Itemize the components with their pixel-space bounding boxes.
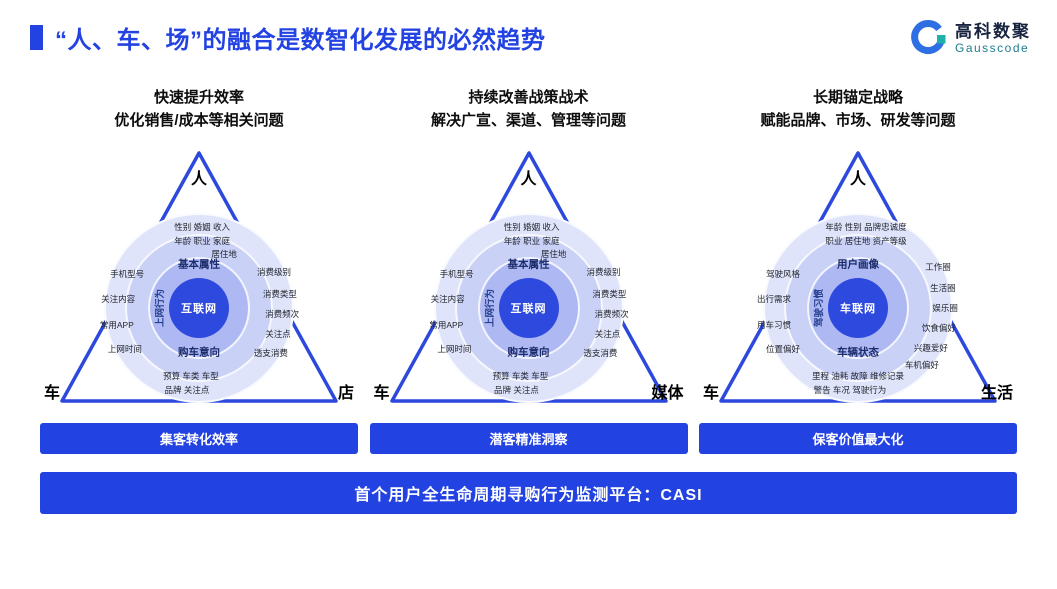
ring-item-label: 预算 车类 车型 <box>492 371 549 382</box>
title-accent-bar <box>30 25 43 50</box>
ring-item-label: 消费级别 <box>257 267 292 278</box>
slide-header: “人、车、场”的融合是数智化发展的必然趋势 高科数聚 Gausscode <box>0 0 1057 58</box>
ring-item-label: 常用APP <box>99 319 134 330</box>
ring-item-label: 上网时间 <box>437 343 472 354</box>
ring-item-label: 手机型号 <box>110 269 145 280</box>
page-title: “人、车、场”的融合是数智化发展的必然趋势 <box>55 27 546 54</box>
ring-item-label: 居住地 <box>540 248 567 259</box>
ring-item-label: 性别 婚姻 收入 <box>503 221 560 232</box>
panel-media: 持续改善战策战术 解决广宣、渠道、管理等问题 互联网 人 车 媒体 性别 婚姻 … <box>369 86 688 454</box>
ring-item-label: 品牌 关注点 <box>493 385 539 396</box>
three-panel-area: 快速提升效率 优化销售/成本等相关问题 互联网 人 车 店 性别 婚姻 收入年龄… <box>0 58 1057 454</box>
ring-item-label: 消费类型 <box>592 288 627 299</box>
ring-vertical-label: 驾驶习惯 <box>814 288 825 327</box>
ring-item-label: 常用APP <box>429 319 464 330</box>
ring-category-label: 基本属性 <box>178 258 220 271</box>
center-circle: 互联网 <box>169 277 229 338</box>
ring-item-label: 上网时间 <box>107 343 142 354</box>
panel-heading-line1: 长期锚定战略 <box>812 89 903 106</box>
ring-item-label: 消费类型 <box>262 288 297 299</box>
ring-item-label: 品牌 关注点 <box>164 385 210 396</box>
vertex-scene: 店 <box>337 384 354 402</box>
ring-item-label: 透支消费 <box>583 348 618 359</box>
ring-item-label: 饮食偏好 <box>921 322 956 333</box>
vertex-car: 车 <box>703 384 720 402</box>
ring-item-label: 出行需求 <box>756 294 791 305</box>
panel-life: 长期锚定战略 赋能品牌、市场、研发等问题 车联网 人 车 生活 年龄 性别 品牌… <box>699 86 1017 454</box>
ring-category-label: 购车意向 <box>507 346 550 359</box>
ring-item-label: 娱乐圈 <box>932 302 958 313</box>
logo-text: 高科数聚 Gausscode <box>955 22 1031 55</box>
ring-item-label: 性别 婚姻 收入 <box>174 221 230 232</box>
panel-store: 快速提升效率 优化销售/成本等相关问题 互联网 人 车 店 性别 婚姻 收入年龄… <box>40 86 358 454</box>
panel-banner: 集客转化效率 <box>40 422 358 454</box>
vertex-scene: 媒体 <box>651 384 684 402</box>
ring-item-label: 职业 居住地 资产等级 <box>825 235 907 246</box>
panel-heading-line1: 快速提升效率 <box>153 89 244 106</box>
ring-item-label: 消费频次 <box>265 308 300 319</box>
ring-item-label: 兴趣爱好 <box>913 342 948 353</box>
platform-banner: 首个用户全生命周期寻购行为监测平台：CASI <box>40 471 1017 514</box>
ring-item-label: 关注点 <box>594 328 621 339</box>
panel-banner: 保客价值最大化 <box>699 422 1017 454</box>
ring-item-label: 手机型号 <box>439 269 474 280</box>
logo-name-en: Gausscode <box>955 40 1030 55</box>
panel-heading-line2: 优化销售/成本等相关问题 <box>114 112 284 130</box>
ring-item-label: 预算 车类 车型 <box>163 371 219 382</box>
ring-item-label: 里程 油耗 故障 维修记录 <box>811 371 905 382</box>
ring-item-label: 年龄 性别 品牌忠诚度 <box>825 221 907 232</box>
center-circle: 车联网 <box>828 277 888 338</box>
panel-banner: 潜客精准洞察 <box>369 422 688 454</box>
ring-item-label: 驾驶风格 <box>765 269 800 280</box>
ring-vertical-label: 上网行为 <box>155 288 166 327</box>
panel-heading: 持续改善战策战术 解决广宣、渠道、管理等问题 <box>431 86 626 133</box>
ring-item-label: 消费频次 <box>594 308 629 319</box>
ring-item-label: 年龄 职业 家庭 <box>174 235 230 246</box>
ring-item-label: 警告 车况 驾驶行为 <box>813 385 887 396</box>
ring-item-label: 居住地 <box>211 248 237 259</box>
triangle-diagram: 互联网 人 车 店 性别 婚姻 收入年龄 职业 家庭居住地手机型号关注内容常用A… <box>44 145 354 415</box>
ring-item-label: 透支消费 <box>253 348 288 359</box>
title-block: “人、车、场”的融合是数智化发展的必然趋势 <box>30 20 546 55</box>
ring-item-label: 关注内容 <box>101 294 136 305</box>
vertex-scene: 生活 <box>980 384 1013 402</box>
ring-category-label: 用户画像 <box>837 258 879 271</box>
ring-category-label: 车辆状态 <box>837 346 879 359</box>
ring-item-label: 年龄 职业 家庭 <box>503 235 560 246</box>
triangle-diagram: 车联网 人 车 生活 年龄 性别 品牌忠诚度职业 居住地 资产等级驾驶风格出行需… <box>703 145 1013 415</box>
panel-heading: 快速提升效率 优化销售/成本等相关问题 <box>114 86 283 133</box>
vertex-person: 人 <box>520 170 537 188</box>
vertex-person: 人 <box>849 170 867 188</box>
panel-heading-line2: 解决广宣、渠道、管理等问题 <box>430 112 626 130</box>
ring-item-label: 用车习惯 <box>756 319 791 330</box>
ring-item-label: 关注点 <box>265 328 291 339</box>
logo-name-cn: 高科数聚 <box>955 22 1031 42</box>
triangle-diagram: 互联网 人 车 媒体 性别 婚姻 收入年龄 职业 家庭居住地手机型号关注内容常用… <box>374 145 684 415</box>
panel-heading-line1: 持续改善战策战术 <box>468 89 589 106</box>
gausscode-logo-icon <box>911 20 946 54</box>
ring-category-label: 购车意向 <box>178 346 220 359</box>
ring-item-label: 关注内容 <box>430 294 465 305</box>
center-circle: 互联网 <box>498 277 559 338</box>
panel-heading: 长期锚定战略 赋能品牌、市场、研发等问题 <box>760 86 955 133</box>
ring-item-label: 消费级别 <box>586 267 621 278</box>
ring-category-label: 基本属性 <box>507 258 550 271</box>
ring-item-label: 生活圈 <box>930 282 956 293</box>
ring-item-label: 车机偏好 <box>904 359 939 370</box>
vertex-person: 人 <box>190 170 208 188</box>
ring-item-label: 位置偏好 <box>765 343 800 354</box>
vertex-car: 车 <box>44 384 61 402</box>
ring-vertical-label: 上网行为 <box>484 288 496 327</box>
ring-item-label: 工作圈 <box>925 261 951 272</box>
company-logo: 高科数聚 Gausscode <box>910 20 1031 58</box>
panel-heading-line2: 赋能品牌、市场、研发等问题 <box>760 112 956 130</box>
vertex-car: 车 <box>373 384 390 402</box>
